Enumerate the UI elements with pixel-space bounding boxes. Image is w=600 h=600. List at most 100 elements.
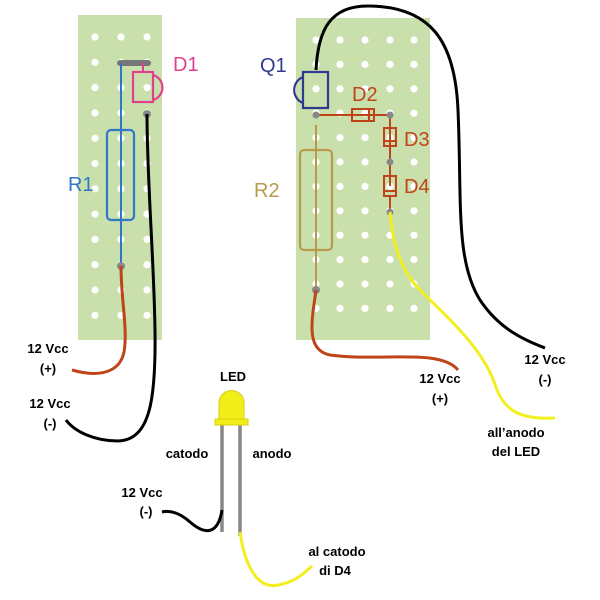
board-hole	[143, 261, 151, 269]
board-hole	[336, 60, 344, 68]
left-neg-sign: (-)	[44, 416, 57, 431]
to-d4-line1: al catodo	[308, 544, 365, 559]
board-hole	[410, 36, 418, 44]
q1-body	[301, 70, 330, 110]
yellow-wire-led	[238, 531, 313, 587]
d2-label: D2	[352, 84, 378, 106]
board-hole	[410, 207, 418, 215]
board-hole	[410, 85, 418, 93]
board-hole	[336, 280, 344, 288]
board-hole	[410, 109, 418, 117]
board-hole	[336, 36, 344, 44]
q1-flat	[293, 75, 304, 105]
board-hole	[91, 210, 99, 218]
board-hole	[91, 109, 99, 117]
board-hole	[361, 85, 369, 93]
board-hole	[336, 207, 344, 215]
board-hole	[143, 33, 151, 41]
black-wire-right	[314, 4, 546, 350]
board-hole	[143, 84, 151, 92]
solder-pad	[312, 111, 320, 119]
board-hole	[410, 158, 418, 166]
led-rim	[214, 418, 249, 426]
board-hole	[312, 85, 320, 93]
r1-body	[105, 128, 136, 222]
board-hole	[361, 182, 369, 190]
anodo-label: anodo	[253, 446, 292, 461]
red-wire-right	[310, 289, 460, 372]
red-wire-left	[71, 265, 127, 375]
board-hole	[91, 134, 99, 142]
board-hole	[410, 60, 418, 68]
solder-pad	[386, 111, 394, 119]
board-hole	[117, 33, 125, 41]
board-hole	[91, 286, 99, 294]
board-hole	[361, 158, 369, 166]
d1-flat	[152, 73, 164, 102]
board-hole	[312, 36, 320, 44]
board-hole	[91, 58, 99, 66]
board-hole	[410, 231, 418, 239]
led-neg-voltage: 12 Vcc	[121, 485, 162, 500]
board-hole	[91, 159, 99, 168]
r1-label: R1	[68, 174, 94, 196]
board-hole	[361, 36, 369, 44]
right-neg-sign: (-)	[539, 372, 552, 387]
board-hole	[361, 60, 369, 68]
to-d4-line2: di D4	[319, 563, 352, 578]
board-hole	[361, 280, 369, 288]
d3-body	[383, 127, 397, 147]
board-hole	[336, 85, 344, 93]
board-hole	[336, 182, 344, 190]
board-hole	[410, 256, 418, 264]
board-hole	[91, 33, 99, 41]
board-hole	[91, 311, 99, 319]
board-hole	[143, 286, 151, 294]
board-hole	[143, 311, 151, 319]
led-body	[218, 390, 245, 426]
board-hole	[143, 235, 151, 243]
right-pos-sign: (+)	[432, 391, 448, 406]
board-hole	[386, 280, 394, 288]
board-hole	[386, 304, 394, 312]
r2-label: R2	[254, 180, 280, 202]
to-led-line2: del LED	[492, 444, 540, 459]
board-hole	[91, 84, 99, 92]
board-hole	[361, 304, 369, 312]
catodo-label: catodo	[166, 446, 209, 461]
right-neg-voltage: 12 Vcc	[524, 352, 565, 367]
yellow-wire-right	[388, 211, 556, 420]
q1-label: Q1	[260, 55, 287, 77]
board-hole	[386, 36, 394, 44]
board-hole	[361, 231, 369, 239]
board-hole	[386, 182, 394, 190]
board-hole	[410, 304, 418, 312]
left-pos-sign: (+)	[40, 361, 56, 376]
board-hole	[361, 207, 369, 215]
board-hole	[336, 158, 344, 166]
board-hole	[336, 304, 344, 312]
led-label: LED	[220, 369, 246, 384]
board-hole	[336, 231, 344, 239]
r2-body	[298, 148, 334, 252]
d1-label: D1	[173, 54, 199, 76]
black-wire-left	[64, 113, 157, 443]
board-hole	[361, 256, 369, 264]
left-neg-voltage: 12 Vcc	[29, 396, 70, 411]
board-hole	[386, 85, 394, 93]
board-hole	[91, 185, 99, 193]
right-pos-voltage: 12 Vcc	[419, 371, 460, 386]
board-hole	[410, 182, 418, 190]
board-hole	[410, 134, 418, 142]
led-neg-sign: (-)	[140, 504, 153, 519]
d4-label: D4	[404, 176, 430, 198]
board-hole	[361, 134, 369, 142]
board-hole	[336, 256, 344, 264]
left-pos-voltage: 12 Vcc	[27, 341, 68, 356]
board-hole	[386, 256, 394, 264]
solder-pad	[386, 158, 394, 166]
board-hole	[91, 235, 99, 243]
board-hole	[336, 134, 344, 142]
board-hole	[91, 261, 99, 269]
